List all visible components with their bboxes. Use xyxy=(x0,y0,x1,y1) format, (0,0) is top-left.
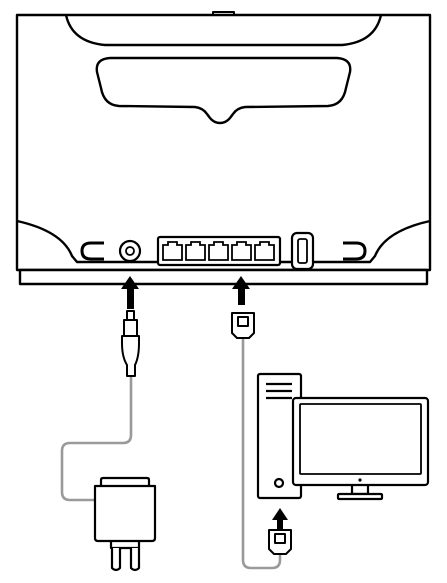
monitor-stand xyxy=(350,485,370,496)
router xyxy=(15,11,432,286)
ethernet-port-block xyxy=(156,235,282,267)
ethernet-port-icon xyxy=(254,241,275,261)
router-top-nub xyxy=(212,11,235,15)
monitor-icon xyxy=(291,396,430,501)
usb-port-icon xyxy=(290,231,315,271)
cables xyxy=(60,335,282,570)
ethernet-port-icon xyxy=(162,241,183,261)
arrow-up-icon xyxy=(232,276,250,305)
dc-power-jack-icon xyxy=(118,239,142,263)
rj45-plug-icon xyxy=(268,529,292,555)
adapter-prong-left xyxy=(110,548,122,572)
adapter-prong-right xyxy=(129,548,141,572)
ethernet-port-icon xyxy=(231,241,252,261)
right-side-slot xyxy=(343,241,367,261)
rj45-plug-icon xyxy=(231,312,255,339)
arrow-up-icon xyxy=(272,508,288,529)
power-cable xyxy=(60,374,133,502)
router-handle-recess xyxy=(95,56,352,125)
router-top-bezel xyxy=(64,14,383,47)
ethernet-port-icon xyxy=(185,241,206,261)
router-base xyxy=(18,268,429,286)
router-front-panel xyxy=(118,231,315,271)
arrow-up-icon xyxy=(121,276,139,309)
left-side-slot xyxy=(80,241,104,261)
monitor-base xyxy=(336,492,384,501)
ethernet-port-icon xyxy=(208,241,229,261)
power-adapter-icon xyxy=(93,476,157,572)
ethernet-cable xyxy=(241,335,282,570)
power-button-icon xyxy=(273,477,285,489)
dc-barrel-plug-icon xyxy=(121,310,140,377)
router-body xyxy=(15,13,432,272)
